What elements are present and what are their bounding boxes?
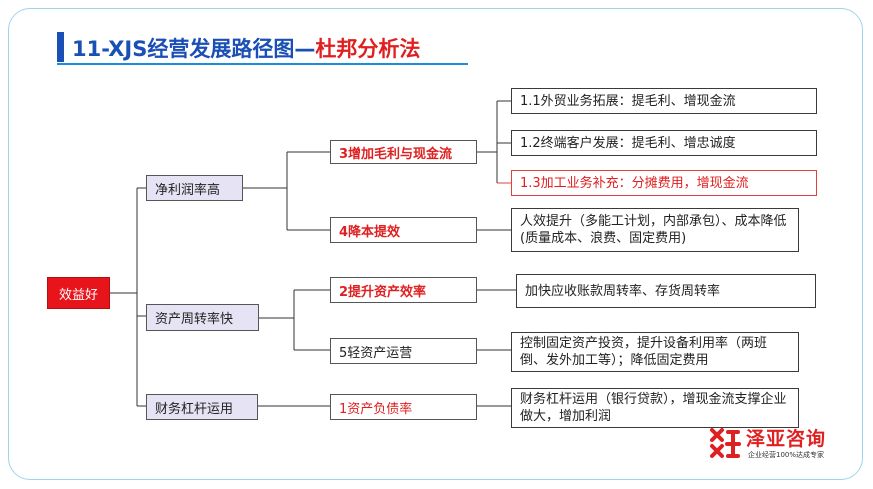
title-marker: [57, 32, 64, 62]
company-logo: 泽亚咨询 企业经营100%达成专家: [708, 424, 838, 464]
level2-node-margin-cashflow: 3增加毛利与现金流: [330, 140, 477, 164]
root-label: 效益好: [58, 287, 98, 303]
connector-l2-0: [477, 100, 511, 183]
leaf-label: 加快应收账款周转率、存货周转率: [525, 283, 721, 299]
leaf-node-turnover: 加快应收账款周转率、存货周转率: [516, 274, 816, 308]
level2-node-asset-efficiency: 2提升资产效率: [330, 277, 477, 303]
connector-l1-0: [243, 151, 330, 231]
level1-node-leverage: 财务杠杆运用: [146, 394, 258, 420]
leaf-label: 1.1外贸业务拓展：提毛利、增现金流: [520, 93, 736, 109]
leaf-node-export: 1.1外贸业务拓展：提毛利、增现金流: [511, 88, 817, 114]
leaf-label: 人效提升（多能工计划，内部承包）、成本降低(质量成本、浪费、固定费用): [520, 214, 787, 246]
slide-frame: [8, 8, 863, 480]
title-main: 11-XJS经营发展路径图—: [72, 37, 316, 61]
connector-l1-1: [259, 289, 330, 351]
title-underline: [57, 63, 468, 65]
leaf-node-labor-efficiency: 人效提升（多能工计划，内部承包）、成本降低(质量成本、浪费、固定费用): [511, 208, 799, 252]
page-title: 11-XJS经营发展路径图—杜邦分析法: [72, 33, 420, 63]
level2-label: 4降本提效: [339, 224, 401, 240]
title-accent: 杜邦分析法: [315, 37, 421, 61]
level1-label: 财务杠杆运用: [155, 401, 234, 417]
leaf-node-bank-loan: 财务杠杆运用（银行贷款），增现金流支撑企业做大，增加利润: [511, 388, 799, 428]
leaf-node-processing: 1.3加工业务补充：分摊费用，增现金流: [511, 170, 817, 196]
level1-label: 资产周转率快: [155, 312, 234, 327]
leaf-label: 1.2终端客户发展：提毛利、增忠诚度: [520, 135, 736, 151]
level2-node-light-asset: 5轻资产运营: [330, 338, 477, 364]
level1-label: 净利润率高: [155, 182, 221, 198]
level2-label: 3增加毛利与现金流: [339, 146, 453, 162]
level1-node-net-margin: 净利润率高: [146, 175, 243, 201]
level1-node-asset-turnover: 资产周转率快: [146, 304, 259, 331]
level2-node-cost-efficiency: 4降本提效: [330, 217, 477, 243]
leaf-node-terminal-customer: 1.2终端客户发展：提毛利、增忠诚度: [511, 130, 817, 156]
level2-label: 1资产负债率: [339, 401, 413, 417]
level2-label: 5轻资产运营: [339, 345, 413, 361]
connector-root: [110, 187, 146, 407]
logo-mark-icon: [710, 428, 741, 458]
root-node: 效益好: [47, 277, 110, 309]
leaf-label: 控制固定资产投资，提升设备利用率（两班倒、发外加工等）；降低固定费用: [520, 336, 768, 368]
logo-name: 泽亚咨询: [746, 428, 827, 450]
leaf-label: 1.3加工业务补充：分摊费用，增现金流: [520, 175, 749, 191]
level2-label: 2提升资产效率: [339, 284, 427, 300]
logo-slogan: 企业经营100%达成专家: [748, 451, 825, 459]
leaf-node-fixed-assets: 控制固定资产投资，提升设备利用率（两班倒、发外加工等）；降低固定费用: [511, 332, 799, 372]
level2-node-debt-ratio: 1资产负债率: [330, 394, 477, 420]
leaf-label: 财务杠杆运用（银行贷款），增现金流支撑企业做大，增加利润: [520, 392, 787, 424]
